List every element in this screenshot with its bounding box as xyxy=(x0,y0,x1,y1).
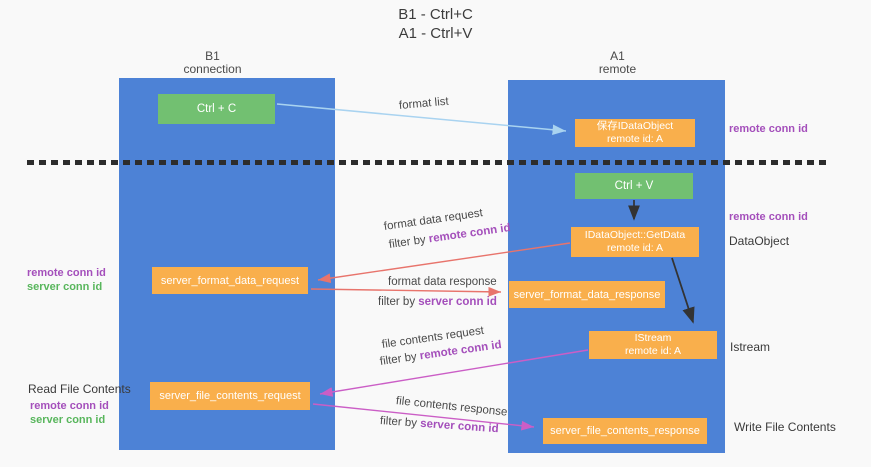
node-server-file-contents-response: server_file_contents_response xyxy=(543,418,707,444)
label-left-server-conn-id: server conn id xyxy=(27,281,103,293)
node-server-format-data-request: server_format_data_request xyxy=(152,267,308,294)
diagram-title: B1 - Ctrl+C A1 - Ctrl+V xyxy=(0,5,871,43)
node-istream: IStream remote id: A xyxy=(589,331,717,359)
lane-a1-role: remote xyxy=(598,62,637,76)
filter-value-server-conn-id: server conn id xyxy=(419,417,500,436)
node-istream-line1: IStream xyxy=(634,332,672,344)
lane-header-a1: A1 remote xyxy=(565,50,670,76)
filter-prefix: filter by xyxy=(388,233,430,251)
node-save-idataobject-line2: remote id: A xyxy=(606,133,664,145)
label-left-remote-conn-id: remote conn id xyxy=(27,267,106,279)
title-line-2: A1 - Ctrl+V xyxy=(398,25,473,42)
node-format-response-label: server_format_data_response xyxy=(513,288,661,301)
label-file-contents-response: file contents response xyxy=(395,395,508,419)
lane-header-b1: B1 connection xyxy=(160,50,265,76)
node-idataobject-getdata: IDataObject::GetData remote id: A xyxy=(571,227,699,257)
node-getdata-line1: IDataObject::GetData xyxy=(584,229,686,241)
node-file-request-label: server_file_contents_request xyxy=(159,390,301,402)
node-save-idataobject: 保存IDataObject remote id: A xyxy=(575,119,695,147)
label-remote-conn-id-mid: remote conn id xyxy=(729,211,808,223)
node-server-file-contents-request: server_file_contents_request xyxy=(150,382,310,410)
label-dataobject: DataObject xyxy=(729,234,790,248)
label-read-remote-conn-id: remote conn id xyxy=(30,400,109,412)
label-istream: Istream xyxy=(730,340,771,354)
filter-prefix: filter by xyxy=(379,350,421,368)
label-read-file-contents: Read File Contents xyxy=(28,382,131,396)
label-write-file-contents: Write File Contents xyxy=(734,420,836,434)
lane-a1-name: A1 xyxy=(610,49,625,63)
title-line-1: B1 - Ctrl+C xyxy=(398,6,473,23)
label-format-data-response: format data response xyxy=(388,276,497,288)
format-data-response-arrow xyxy=(310,286,502,297)
node-getdata-line2: remote id: A xyxy=(606,242,664,254)
node-server-format-data-response: server_format_data_response xyxy=(509,281,665,308)
label-read-server-conn-id: server conn id xyxy=(30,414,106,426)
filter-prefix: filter by xyxy=(378,296,419,308)
node-ctrl-c: Ctrl + C xyxy=(158,94,275,124)
filter-value-server-conn-id: server conn id xyxy=(418,296,497,308)
lane-b1-name: B1 xyxy=(205,49,220,63)
node-ctrl-c-label: Ctrl + C xyxy=(196,103,237,115)
node-save-idataobject-line1: 保存IDataObject xyxy=(596,120,674,132)
label-remote-conn-id-top: remote conn id xyxy=(729,123,808,135)
dashed-divider xyxy=(27,160,830,165)
label-filter-file-response: filter by server conn id xyxy=(380,415,499,435)
label-format-list: format list xyxy=(398,95,450,112)
node-file-response-label: server_file_contents_response xyxy=(550,425,700,437)
node-ctrl-v: Ctrl + V xyxy=(575,173,693,199)
lane-b1-role: connection xyxy=(183,62,242,76)
node-ctrl-v-label: Ctrl + V xyxy=(614,180,654,192)
filter-value-remote-conn-id: remote conn id xyxy=(428,221,512,246)
filter-prefix: filter by xyxy=(379,415,421,430)
node-istream-line2: remote id: A xyxy=(624,345,682,357)
label-filter-format-response: filter by server conn id xyxy=(378,296,497,308)
node-format-request-label: server_format_data_request xyxy=(160,274,300,287)
